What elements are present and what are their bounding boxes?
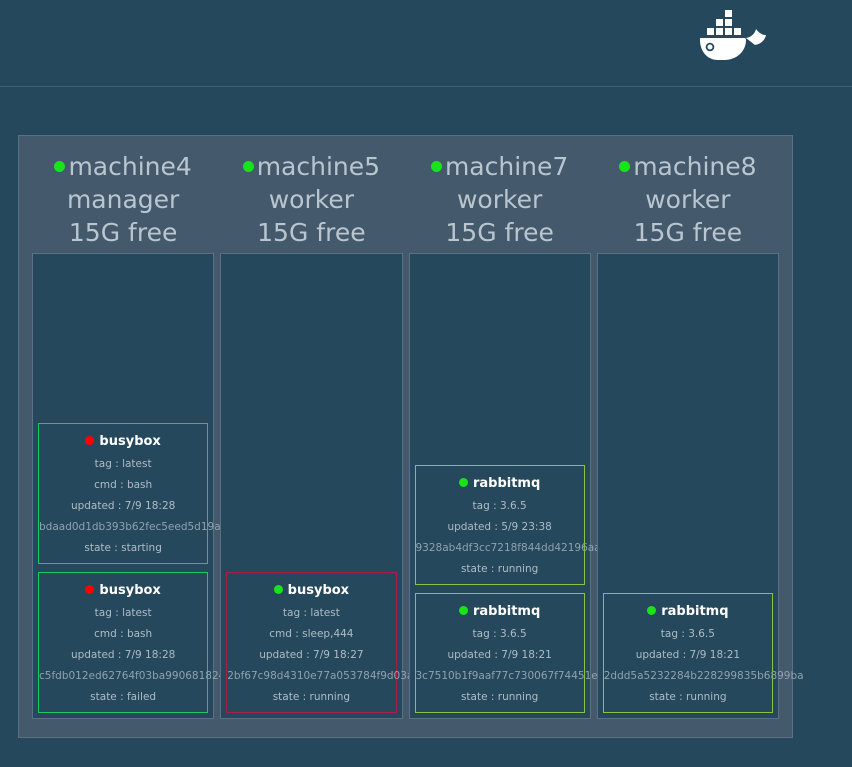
container-cmd: cmd : bash xyxy=(94,479,153,491)
node-name: machine8 xyxy=(633,152,757,181)
node-container-slots: rabbitmq tag : 3.6.5 updated : 5/9 23:38… xyxy=(408,253,615,719)
container-title: busybox xyxy=(39,433,207,450)
container-image: busybox xyxy=(99,434,161,449)
node-container-slots: rabbitmq tag : 3.6.5 updated : 7/9 18:21… xyxy=(596,253,804,719)
docker-whale-logo xyxy=(694,8,766,66)
container-tag: tag : 3.6.5 xyxy=(660,628,715,640)
node-header: machine5 worker 15G free xyxy=(220,150,402,253)
node-memory: 15G free xyxy=(445,218,554,247)
node-title: machine7 xyxy=(409,150,591,183)
node-header: machine7 worker 15G free xyxy=(409,150,591,253)
container-id: 9328ab4df3cc7218f844dd42196aab7 xyxy=(415,542,615,554)
container-state: state : running xyxy=(460,691,539,703)
container-image: rabbitmq xyxy=(472,604,541,619)
container-id: c5fdb012ed62764f03ba99068182430 xyxy=(39,670,239,682)
status-dot-red-icon xyxy=(85,436,95,445)
container-updated: updated : 7/9 18:28 xyxy=(70,500,176,512)
node-machine5[interactable]: machine5 worker 15G free busybox tag : l… xyxy=(220,150,427,719)
container-card[interactable]: rabbitmq tag : 3.6.5 updated : 7/9 18:21… xyxy=(602,593,804,713)
node-role: manager xyxy=(66,185,180,214)
container-card[interactable]: rabbitmq tag : 3.6.5 updated : 7/9 18:21… xyxy=(414,593,612,713)
container-tag: tag : latest xyxy=(94,607,152,619)
status-dot-green-icon xyxy=(647,606,657,615)
container-state: state : running xyxy=(460,563,539,575)
node-name: machine5 xyxy=(256,152,381,181)
app-header xyxy=(0,0,852,87)
node-name: machine4 xyxy=(68,152,192,181)
container-title: rabbitmq xyxy=(416,475,584,492)
nodes-row: machine4 manager 15G free busybox tag : … xyxy=(19,136,804,737)
status-dot-green-icon xyxy=(54,160,66,172)
container-title: busybox xyxy=(39,582,207,599)
container-state: state : running xyxy=(272,691,351,703)
container-updated: updated : 7/9 18:27 xyxy=(259,649,364,661)
container-card[interactable]: busybox tag : latest cmd : bash updated … xyxy=(38,572,239,713)
node-memory: 15G free xyxy=(68,218,178,247)
container-image: rabbitmq xyxy=(661,604,729,619)
node-container-slots: busybox tag : latest cmd : bash updated … xyxy=(32,253,239,719)
node-memory: 15G free xyxy=(633,218,743,247)
container-image: busybox xyxy=(287,583,350,598)
status-dot-green-icon xyxy=(619,160,631,172)
container-tag: tag : latest xyxy=(282,607,340,619)
status-dot-red-icon xyxy=(85,585,95,594)
status-dot-green-icon xyxy=(458,606,468,615)
container-id: 2ddd5a5232284b228299835b6899ba xyxy=(603,670,804,682)
container-cmd: cmd : bash xyxy=(94,628,153,640)
status-dot-green-icon xyxy=(430,160,442,172)
container-tag: tag : 3.6.5 xyxy=(472,500,527,512)
node-title: machine8 xyxy=(597,150,779,183)
container-updated: updated : 7/9 18:21 xyxy=(447,649,552,661)
node-machine8[interactable]: machine8 worker 15G free rabbitmq tag : … xyxy=(596,150,804,719)
container-title: rabbitmq xyxy=(416,603,584,620)
container-id: 3c7510b1f9aaf77c730067f74451e05 xyxy=(415,670,612,682)
container-card[interactable]: busybox tag : latest cmd : sleep,444 upd… xyxy=(226,572,427,713)
container-card[interactable]: busybox tag : latest cmd : bash updated … xyxy=(38,423,234,564)
node-machine4[interactable]: machine4 manager 15G free busybox tag : … xyxy=(32,150,239,719)
container-state: state : running xyxy=(649,691,727,703)
container-title: rabbitmq xyxy=(604,603,772,620)
node-memory: 15G free xyxy=(257,218,366,247)
container-id: 2bf67c98d4310e77a053784f9d03a04 xyxy=(227,670,427,682)
node-role: worker xyxy=(268,185,355,214)
node-name: machine7 xyxy=(444,152,569,181)
container-image: rabbitmq xyxy=(472,476,541,491)
container-updated: updated : 5/9 23:38 xyxy=(447,521,552,533)
container-id: bdaad0d1db393b62fec5eed5d19a66 xyxy=(39,521,234,533)
node-title: machine4 xyxy=(32,150,214,183)
status-dot-green-icon xyxy=(273,585,283,594)
status-dot-green-icon xyxy=(242,160,254,172)
container-card[interactable]: rabbitmq tag : 3.6.5 updated : 5/9 23:38… xyxy=(414,465,615,585)
container-state: state : failed xyxy=(90,691,157,703)
node-role: worker xyxy=(456,185,543,214)
node-container-slots: busybox tag : latest cmd : sleep,444 upd… xyxy=(220,253,427,719)
container-updated: updated : 7/9 18:28 xyxy=(70,649,176,661)
container-tag: tag : 3.6.5 xyxy=(472,628,527,640)
container-state: state : starting xyxy=(84,542,162,554)
swarm-panel: machine4 manager 15G free busybox tag : … xyxy=(18,135,804,738)
node-role: worker xyxy=(645,185,731,214)
container-cmd: cmd : sleep,444 xyxy=(269,628,354,640)
container-updated: updated : 7/9 18:21 xyxy=(635,649,741,661)
node-header: machine4 manager 15G free xyxy=(32,150,214,253)
node-header: machine8 worker 15G free xyxy=(597,150,779,253)
status-dot-green-icon xyxy=(458,478,468,487)
container-tag: tag : latest xyxy=(94,458,152,470)
container-image: busybox xyxy=(99,583,161,598)
node-title: machine5 xyxy=(220,150,402,183)
node-machine7[interactable]: machine7 worker 15G free rabbitmq tag : … xyxy=(408,150,615,719)
container-title: busybox xyxy=(227,582,395,599)
